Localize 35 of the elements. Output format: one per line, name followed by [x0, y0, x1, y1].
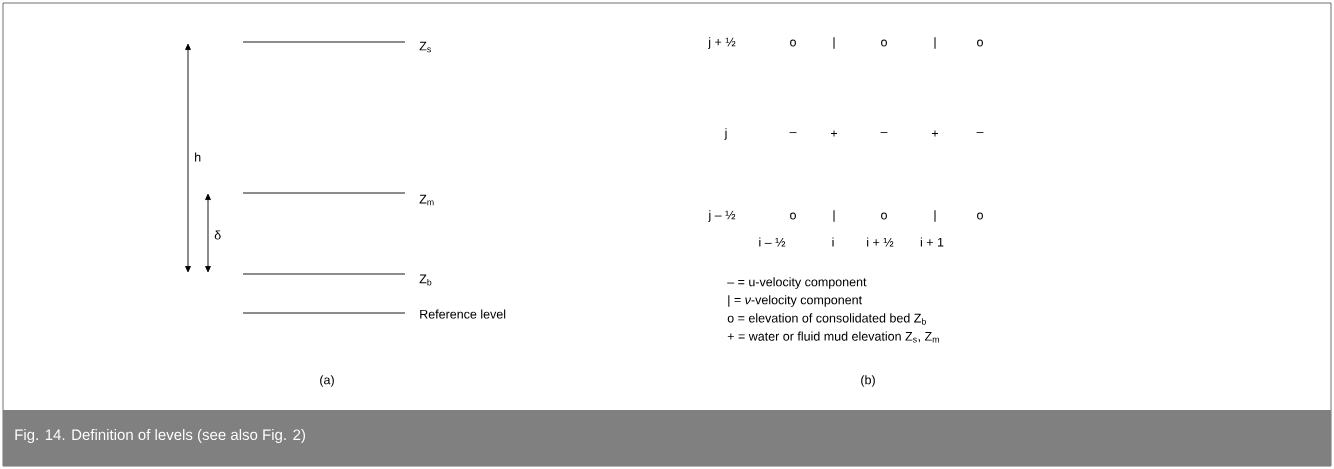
level-label: Z$_{b}$ [419, 274, 432, 286]
panel-label: (b) [861, 375, 875, 387]
grid-symbol: o [881, 39, 887, 47]
grid-symbol: o [977, 212, 983, 220]
column-label: i + ½ [867, 237, 894, 247]
column-label: i [832, 237, 834, 247]
grid-symbol: – [789, 132, 797, 134]
grid-symbol: – [976, 132, 984, 134]
grid-symbol: – [880, 132, 888, 134]
level-label: Z$_{m}$ [419, 194, 434, 206]
grid-symbol: | [934, 210, 936, 222]
column-label: i + 1 [920, 237, 944, 247]
key-text: – = u-velocity component [727, 277, 867, 289]
key-text: o = elevation of consolidated bed Z$_{b}$ [727, 313, 926, 325]
caption-bar: Fig. 14. Definition of levels (see also Fig. 2) [3, 410, 1331, 466]
row-label: j [724, 128, 727, 140]
grid-symbol: | [833, 37, 835, 49]
key-text: | = ν-velocity component [728, 295, 862, 307]
grid-symbol: o [977, 39, 983, 47]
column-label: i – ½ [759, 237, 786, 247]
grid-symbol: + [931, 130, 939, 137]
level-label: Z$_{s}$ [419, 41, 431, 53]
grid-symbol: | [833, 210, 835, 222]
dimension-label: δ [214, 230, 221, 240]
dimension-label: h [195, 152, 201, 162]
grid-symbol: o [881, 212, 887, 220]
row-label: j – ½ [708, 210, 736, 222]
grid-symbol: + [830, 130, 838, 137]
grid-symbol: o [790, 212, 796, 220]
level-label: Reference level [420, 309, 506, 319]
panel-label: (a) [320, 375, 334, 387]
grid-symbol: o [790, 39, 796, 47]
grid-symbol: | [934, 37, 936, 49]
key-text: + = water or fluid mud elevation Z$_{s}$, Z$_{m}$ [727, 331, 939, 343]
row-label: j + ½ [708, 37, 736, 49]
